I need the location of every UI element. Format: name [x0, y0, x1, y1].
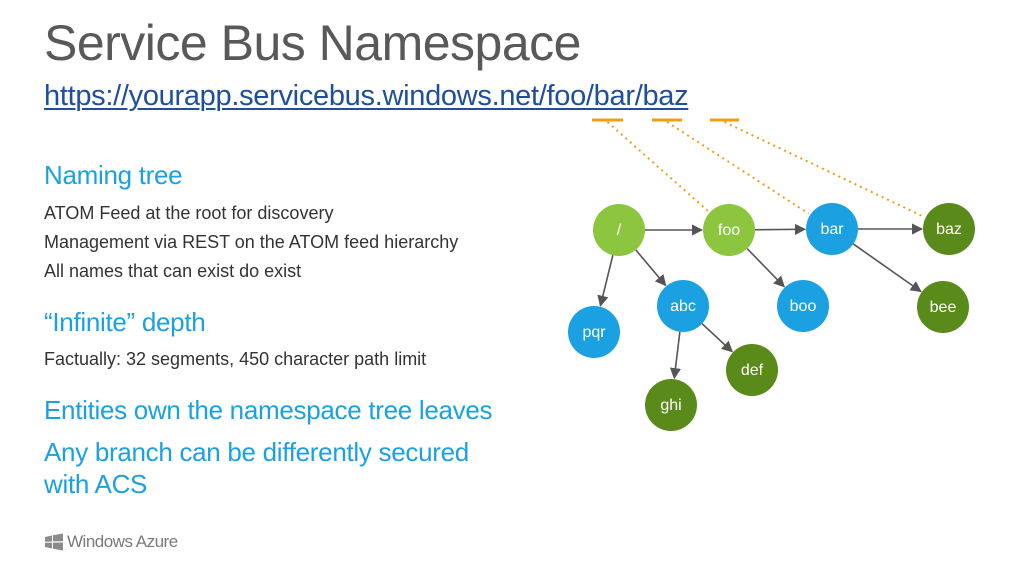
- tree-node-label: pqr: [582, 324, 606, 341]
- naming-tree-line-2: Management via REST on the ATOM feed hie…: [44, 232, 459, 252]
- url-link-baz: [724, 121, 925, 218]
- tree-node-circle: [726, 344, 778, 396]
- tree-node-label: /: [617, 222, 622, 239]
- tree-node-bee: bee: [917, 281, 969, 333]
- url-link-foo: [606, 121, 709, 212]
- tree-node-label: ghi: [660, 397, 681, 414]
- tree-node-label: def: [741, 362, 764, 379]
- tree-node-def: def: [726, 344, 778, 396]
- naming-tree-heading: Naming tree: [44, 160, 183, 190]
- tree-node-circle: [923, 203, 975, 255]
- naming-tree-line-3: All names that can exist do exist: [44, 261, 302, 281]
- tree-node-label: bar: [820, 221, 844, 238]
- tree-node-circle: [657, 280, 709, 332]
- tree-node-root: /: [593, 204, 645, 256]
- url-link-bar: [666, 121, 810, 215]
- tree-node-abc: abc: [657, 280, 709, 332]
- tree-node-baz: baz: [923, 203, 975, 255]
- tree-node-ghi: ghi: [645, 379, 697, 431]
- tree-node-circle: [593, 204, 645, 256]
- tree-node-circle: [645, 379, 697, 431]
- infinite-depth-line-1: Factually: 32 segments, 450 character pa…: [44, 349, 427, 369]
- tree-node-label: baz: [936, 221, 962, 238]
- tree-node-label: boo: [790, 298, 817, 315]
- tree-node-label: bee: [930, 299, 957, 316]
- slide-title: Service Bus Namespace: [44, 15, 581, 71]
- tree-edge-abc-def: [701, 323, 734, 353]
- tree-node-label: abc: [670, 298, 696, 315]
- naming-tree-line-1: ATOM Feed at the root for discovery: [44, 203, 334, 223]
- infinite-depth-heading: “Infinite” depth: [44, 307, 206, 337]
- entities-heading: Entities own the namespace tree leaves: [44, 395, 493, 425]
- tree-edge-foo-boo: [746, 248, 785, 288]
- logo-text: Windows Azure: [67, 532, 178, 551]
- tree-node-circle: [703, 204, 755, 256]
- tree-node-foo: foo: [703, 204, 755, 256]
- tree-edge-bar-bee: [852, 243, 922, 293]
- tree-node-circle: [806, 203, 858, 255]
- tree-node-circle: [568, 306, 620, 358]
- tree-node-circle: [777, 280, 829, 332]
- tree-edge-abc-ghi: [669, 331, 682, 380]
- tree-node-label: foo: [718, 222, 740, 239]
- windows-flag-icon: [45, 533, 63, 551]
- tree-node-circle: [917, 281, 969, 333]
- tree-node-bar: bar: [806, 203, 858, 255]
- tree-edge-root-pqr: [597, 255, 614, 307]
- tree-node-boo: boo: [777, 280, 829, 332]
- tree-edge-root-abc: [635, 249, 667, 287]
- branches-heading: Any branch can be differently secured wi…: [44, 437, 469, 499]
- windows-azure-logo: Windows Azure: [44, 532, 178, 552]
- tree-node-pqr: pqr: [568, 306, 620, 358]
- namespace-url-link[interactable]: https://yourapp.servicebus.windows.net/f…: [44, 80, 689, 112]
